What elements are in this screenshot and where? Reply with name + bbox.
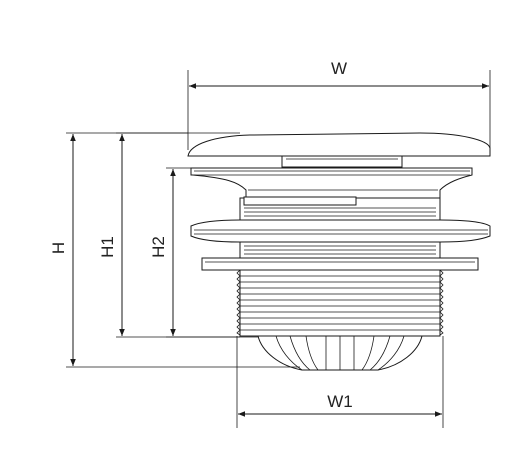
lock-nut <box>201 257 479 271</box>
label-h: H <box>49 242 68 254</box>
lower-thread <box>239 269 441 337</box>
dimension-lines <box>66 70 491 428</box>
top-flange <box>190 167 473 199</box>
cap-stem <box>281 155 403 168</box>
dimension-labels: W W1 H H1 H2 <box>49 59 353 411</box>
thread-lines <box>240 275 440 331</box>
basket-ribs <box>275 335 405 371</box>
waste-plug-drawing <box>187 132 491 371</box>
label-h2: H2 <box>149 236 168 258</box>
cap <box>187 132 491 157</box>
label-w: W <box>331 59 347 78</box>
middle-washer <box>190 219 491 243</box>
label-w1: W1 <box>327 392 353 411</box>
label-h1: H1 <box>98 236 117 258</box>
